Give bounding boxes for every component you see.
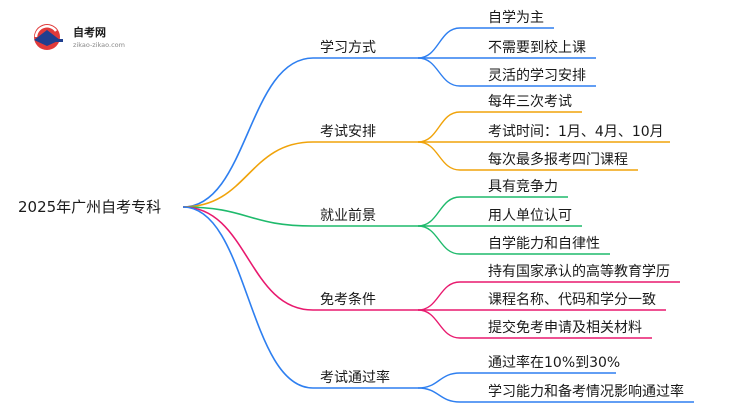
branch-connector xyxy=(182,206,418,389)
branch-label[interactable]: 就业前景 xyxy=(320,207,376,224)
leaf-connector xyxy=(417,309,652,339)
branch-label[interactable]: 学习方式 xyxy=(320,40,376,56)
leaf-label[interactable]: 不需要到校上课 xyxy=(488,39,586,56)
leaf-label[interactable]: 灵活的学习安排 xyxy=(488,68,586,84)
leaf-label[interactable]: 课程名称、代码和学分一致 xyxy=(488,292,656,308)
branch-connector xyxy=(182,206,418,311)
leaf-connector xyxy=(417,387,694,403)
leaf-connector xyxy=(417,225,610,255)
branch-connector xyxy=(182,206,418,227)
logo-url: zikao-zikao.com xyxy=(73,41,125,49)
branch-connector xyxy=(182,57,418,208)
leaf-label[interactable]: 自学为主 xyxy=(488,10,544,26)
leaf-label[interactable]: 持有国家承认的高等教育学历 xyxy=(488,263,670,280)
branch-connector xyxy=(182,141,418,208)
leaf-connector xyxy=(417,111,582,143)
leaf-connector xyxy=(417,372,616,389)
branch-label[interactable]: 考试安排 xyxy=(320,124,376,140)
leaf-connector xyxy=(417,281,680,311)
leaf-label[interactable]: 自学能力和自律性 xyxy=(488,236,600,252)
branch-label[interactable]: 考试通过率 xyxy=(320,369,390,386)
leaf-label[interactable]: 通过率在10%到30% xyxy=(488,354,620,371)
leaf-label[interactable]: 每次最多报考四门课程 xyxy=(488,151,628,168)
site-logo[interactable]: 自考网 zikao-zikao.com xyxy=(34,24,125,50)
logo-emblem-icon xyxy=(34,24,63,50)
leaf-connector xyxy=(417,141,638,171)
leaf-label[interactable]: 每年三次考试 xyxy=(488,94,572,110)
root-node-label: 2025年广州自考专科 xyxy=(18,198,161,216)
leaf-connector xyxy=(417,196,568,227)
leaf-label[interactable]: 用人单位认可 xyxy=(488,208,572,224)
leaf-label[interactable]: 具有竞争力 xyxy=(488,178,558,195)
leaf-label[interactable]: 考试时间：1月、4月、10月 xyxy=(488,124,664,140)
branch-label[interactable]: 免考条件 xyxy=(320,291,376,308)
leaf-connector xyxy=(417,57,596,87)
logo-name: 自考网 xyxy=(73,25,106,39)
leaf-label[interactable]: 学习能力和备考情况影响通过率 xyxy=(488,383,684,400)
leaf-label[interactable]: 提交免考申请及相关材料 xyxy=(488,319,642,336)
leaf-connector xyxy=(417,27,554,59)
